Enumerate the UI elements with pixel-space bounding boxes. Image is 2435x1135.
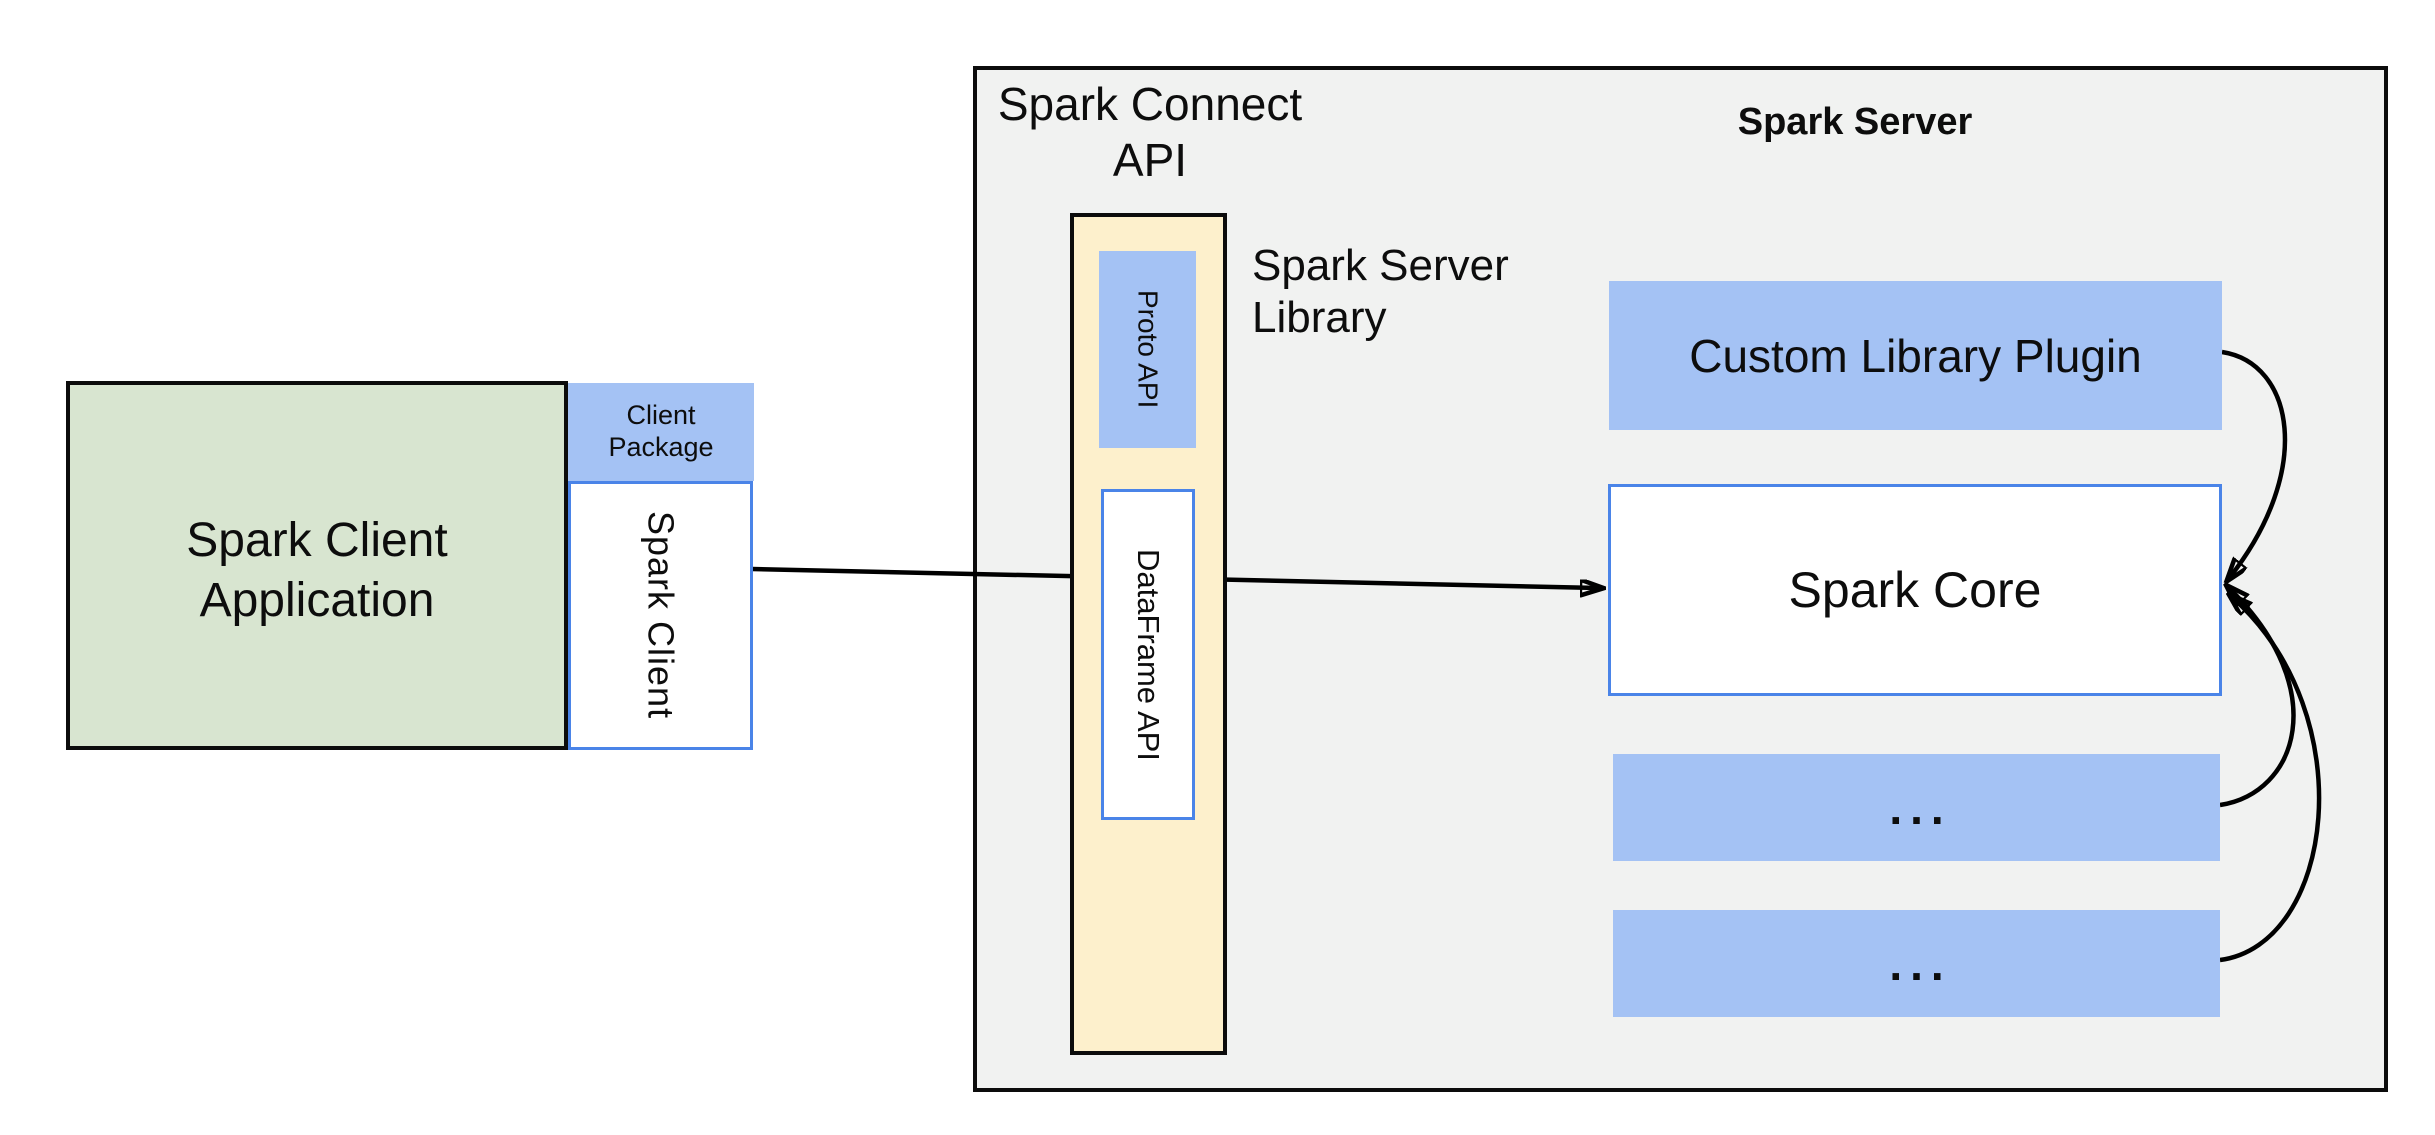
dataframe-api-box: DataFrame API <box>1101 489 1195 820</box>
custom-library-plugin-label: Custom Library Plugin <box>1689 329 2142 382</box>
spark-client-application-box: Spark Client Application <box>66 381 568 750</box>
spark-client-box: Spark Client <box>568 481 753 750</box>
proto-api-label: Proto API <box>1132 290 1164 409</box>
spark-client-application-label: Spark Client Application <box>186 513 448 627</box>
spark-connect-api-label: Spark Connect API <box>997 78 1303 187</box>
spark-core-box: Spark Core <box>1608 484 2222 696</box>
custom-library-plugin-box: Custom Library Plugin <box>1609 281 2222 430</box>
client-package-label: Client Package <box>608 400 714 462</box>
spark-server-library-label: Spark Server Library <box>1252 241 1509 342</box>
dataframe-api-label: DataFrame API <box>1131 548 1166 761</box>
spark-core-label: Spark Core <box>1788 562 2042 618</box>
plugin-placeholder-label-1: ... <box>1889 781 1952 834</box>
spark-client-label: Spark Client <box>640 511 682 720</box>
plugin-placeholder-box-1: ... <box>1613 754 2220 861</box>
plugin-placeholder-label-2: ... <box>1889 937 1952 990</box>
plugin-placeholder-box-2: ... <box>1613 910 2220 1017</box>
spark-server-title: Spark Server <box>1737 101 1973 143</box>
client-package-box: Client Package <box>568 383 754 481</box>
proto-api-box: Proto API <box>1099 251 1196 448</box>
